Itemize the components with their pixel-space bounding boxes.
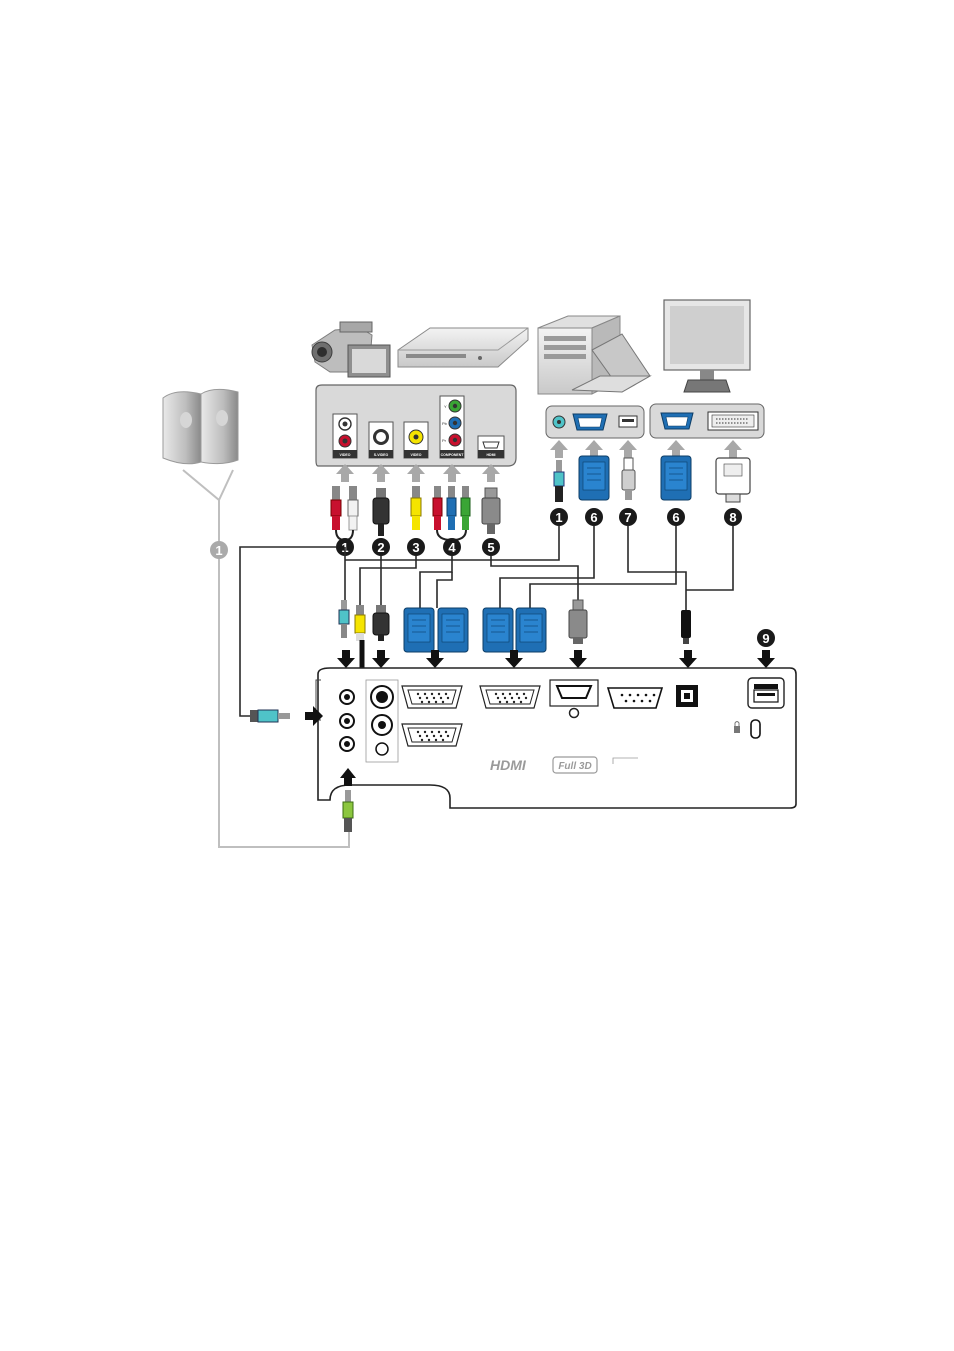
svg-text:Pr: Pr: [442, 438, 447, 443]
full-3d-logo: Full 3D: [552, 756, 598, 774]
projector-usb-service-port: [676, 685, 698, 707]
svg-text:7: 7: [624, 510, 631, 525]
svg-text:Pb: Pb: [442, 421, 448, 426]
svg-text:9: 9: [762, 631, 769, 646]
audio-out-cable-plug: [342, 790, 354, 832]
callout-component: 4: [443, 538, 461, 556]
svg-text:Full 3D: Full 3D: [558, 761, 591, 772]
callout-pc-audio: 1: [550, 508, 568, 526]
video-panel-arrows: [336, 464, 500, 482]
audio-in-arrow: [305, 706, 323, 726]
usb-cable-icon: [621, 457, 636, 500]
audio-rca-cable-icon: [330, 486, 359, 542]
pc-panel-arrows: [550, 440, 742, 458]
svg-text:Y: Y: [444, 404, 447, 409]
dvd-player-icon: [397, 327, 529, 368]
projector-usb-power-port: [747, 677, 785, 709]
pc-audio-cable-icon: [553, 460, 565, 502]
svideo-cable-icon: [372, 488, 390, 536]
lock-icon: [734, 721, 740, 733]
svg-text:2: 2: [377, 540, 384, 555]
svg-text:COMPONENT: COMPONENT: [441, 453, 465, 457]
callout-usb: 7: [619, 508, 637, 526]
panel-component-ports: Y Pb Pr COMPONENT: [439, 395, 465, 459]
pc-output-panel: [545, 405, 645, 439]
callout-hdmi: 5: [482, 538, 500, 556]
projector-vga-plugs: [482, 607, 547, 653]
svg-text:1: 1: [555, 510, 562, 525]
pc-usb-port: [618, 415, 638, 428]
panel-hdmi-port: HDMI: [477, 435, 505, 459]
composite-cable-icon: [410, 486, 422, 530]
svg-text:VIDEO: VIDEO: [340, 453, 351, 457]
monitor-input-panel: [649, 403, 765, 439]
projector-rear-panel: HDMI Full 3D: [315, 667, 797, 809]
hdmi-logo: HDMI: [490, 757, 527, 773]
callout-vga-pc: 6: [585, 508, 603, 526]
svg-text:8: 8: [729, 510, 736, 525]
projector-vga-in-2: [401, 723, 463, 747]
panel-audio-rca-ports: VIDEO: [332, 413, 358, 459]
callout-composite: 3: [407, 538, 425, 556]
laptop-icon: [571, 333, 652, 393]
video-source-panel: VIDEO S-VIDEO VIDEO Y Pb: [315, 384, 517, 467]
projector-hdmi-port: [549, 679, 599, 719]
projector-audio-jacks: [339, 689, 355, 752]
panel-video-port: VIDEO: [403, 421, 429, 459]
kensington-slot: [750, 719, 761, 739]
svg-text:1: 1: [215, 543, 222, 558]
callout-speakers: 1: [210, 541, 228, 559]
svg-text:4: 4: [448, 540, 456, 555]
pc-vga-cable-icon: [578, 455, 610, 501]
audio-in-cable-plug: [250, 709, 290, 723]
projector-svideo-composite-ports: [365, 679, 399, 763]
callout-usb-power: 9: [757, 629, 775, 647]
monitor-vga-port: [660, 412, 694, 430]
svg-text:3: 3: [412, 540, 419, 555]
panel-svideo-port: S-VIDEO: [368, 421, 394, 459]
projector-rs232-port: [606, 687, 664, 709]
cable-routes: [239, 526, 734, 717]
svg-text:HDMI: HDMI: [487, 453, 496, 457]
monitor-vga-cable-icon: [660, 455, 692, 501]
projector-usb-plug: [681, 610, 691, 644]
callout-vga-monitor: 6: [667, 508, 685, 526]
projector-input-arrows: [337, 650, 775, 668]
projector-composite-plug: [354, 605, 366, 641]
callout-dvi: 8: [724, 508, 742, 526]
projector-hdmi-plug: [568, 599, 588, 644]
svg-text:5: 5: [487, 540, 494, 555]
projector-component-plugs: [403, 607, 469, 653]
callout-svideo: 2: [372, 538, 390, 556]
projector-vga-out: [479, 685, 541, 709]
speaker-cable: [182, 469, 350, 848]
hdmi-cable-icon: [481, 487, 501, 534]
projector-audio-in-plug: [338, 600, 350, 638]
svg-text:6: 6: [672, 510, 679, 525]
component-cable-icon: [432, 486, 471, 542]
projector-svideo-plug: [372, 605, 390, 641]
camcorder-icon: [311, 321, 391, 378]
svg-text:S-VIDEO: S-VIDEO: [374, 453, 389, 457]
desktop-pc-icon: [537, 315, 621, 395]
projector-vga-in-1: [401, 685, 463, 709]
speakers-icon: [162, 388, 239, 465]
audio-out-arrow: [340, 768, 356, 786]
svg-text:6: 6: [590, 510, 597, 525]
dvi-cable-icon: [715, 457, 751, 503]
svg-text:VIDEO: VIDEO: [411, 453, 422, 457]
pc-vga-port: [572, 413, 608, 431]
monitor-dvi-port: [707, 411, 759, 431]
monitor-icon: [663, 299, 751, 393]
